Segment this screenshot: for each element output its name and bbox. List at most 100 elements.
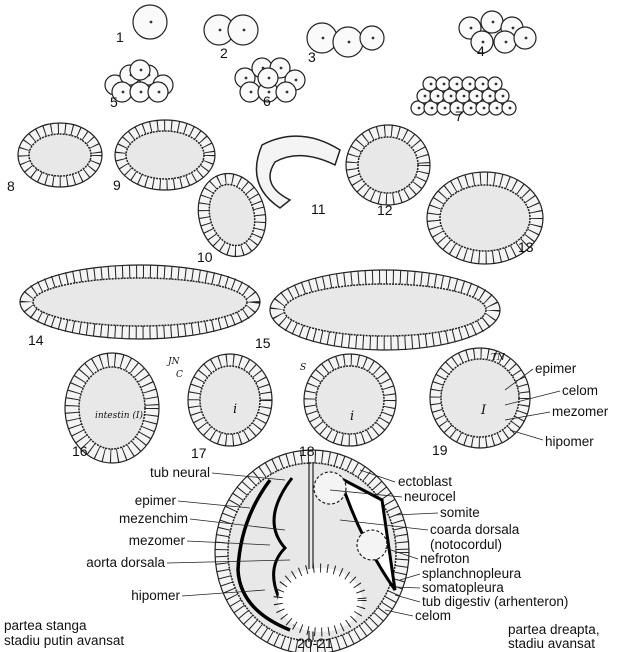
- stage-number-4: 4: [477, 43, 485, 59]
- stage-7-cell-nucleus: [443, 106, 447, 110]
- stage-6-cell-nucleus: [279, 66, 283, 70]
- caption-left: partea stanga stadiu putin avansat: [4, 618, 124, 648]
- label-coarda-dorsala: coarda dorsala: [430, 522, 520, 537]
- stage-18-cells: [304, 354, 396, 446]
- annotation-c: C: [176, 370, 183, 380]
- leader-line: [504, 390, 561, 406]
- stage-number-14: 14: [28, 332, 44, 348]
- stage-number-8: 8: [7, 178, 15, 194]
- label-epimer: epimer: [135, 493, 177, 508]
- leader-line: [166, 559, 291, 564]
- label-mezomer-19: mezomer: [552, 404, 609, 419]
- label-celom: celom: [415, 608, 451, 623]
- label-nefroton: nefroton: [420, 551, 470, 566]
- caption-right-line2: stadiu avansat: [508, 636, 595, 651]
- stage-10-cavity: [208, 183, 256, 247]
- stage-6-cell-nucleus: [249, 90, 253, 94]
- stage-number-1: 1: [116, 29, 124, 45]
- stage-7-cell-nucleus: [488, 94, 492, 98]
- stage-number-2: 2: [220, 45, 228, 61]
- label-mezenchim: mezenchim: [119, 511, 188, 526]
- stage-20-21-cells: [215, 450, 409, 652]
- leader-line: [399, 573, 421, 581]
- stage-7-cell-nucleus: [429, 82, 433, 86]
- stage-6-cell-nucleus: [294, 78, 298, 82]
- stage-7-cell-nucleus: [508, 106, 512, 110]
- stage-5-cell-nucleus: [139, 90, 143, 94]
- stage-3-cell-c-nucleus: [371, 36, 375, 40]
- stage-number-15: 15: [255, 335, 271, 351]
- annotation-tn: TN: [491, 353, 506, 363]
- stage-15-cells: [270, 270, 500, 350]
- leader-line: [394, 586, 421, 589]
- label-somite: somite: [440, 505, 480, 520]
- stage-7-cell-nucleus: [430, 106, 434, 110]
- stage-10-cells: [198, 173, 266, 257]
- label-notocordul: (notocordul): [430, 537, 502, 552]
- label-aorta-dorsala: aorta dorsala: [86, 555, 165, 570]
- caption-left-line1: partea stanga: [4, 618, 87, 633]
- stage-7-cell-nucleus: [436, 94, 440, 98]
- stage-17-cavity: [199, 365, 261, 435]
- stage-number-16: 16: [72, 443, 88, 459]
- figure-20-21-right-labels: ectoblast neurocel somite coarda dorsala…: [398, 474, 568, 623]
- annotation-s: S: [300, 363, 306, 373]
- label-hipomer: hipomer: [131, 588, 180, 603]
- stage-4-cell-nucleus: [504, 40, 508, 44]
- annotation-i18: i: [350, 409, 354, 424]
- stage-7-cell-nucleus: [423, 94, 427, 98]
- figure-20-21-left-labels: tub neural epimer mezenchim mezomer aort…: [86, 465, 210, 603]
- stage-7-cell-nucleus: [481, 82, 485, 86]
- figure-drawings: [17, 4, 561, 652]
- leader-line: [359, 469, 396, 483]
- stage-number-20-21: 20-21: [297, 635, 333, 651]
- stage-number-13: 13: [518, 239, 534, 255]
- leader-line: [394, 512, 439, 516]
- stage-6-cell-nucleus: [267, 90, 271, 94]
- label-celom-19: celom: [562, 383, 598, 398]
- label-ectoblast: ectoblast: [398, 474, 452, 489]
- stage-5-cell-nucleus: [121, 90, 125, 94]
- stage-2-cell-b-nucleus: [242, 28, 246, 32]
- leader-line: [504, 368, 534, 391]
- stage-16-cavity: [78, 366, 146, 450]
- stage-17-cells: [188, 354, 272, 446]
- caption-right: partea dreapta, stadiu avansat: [508, 622, 600, 651]
- stage-15-cavity: [283, 283, 487, 337]
- stage-3-cell-b-nucleus: [347, 40, 351, 44]
- annotation-i19: I: [480, 403, 487, 418]
- label-neurocel: neurocel: [404, 489, 456, 504]
- stage-number-11: 11: [311, 201, 326, 217]
- label-tub-digestiv: tub digestiv (arhenteron): [422, 594, 568, 609]
- leader-line: [211, 472, 286, 481]
- stage-8-cavity: [28, 133, 92, 177]
- stage-2-cell-a-nucleus: [218, 28, 222, 32]
- stage-7-cell-nucleus: [495, 106, 499, 110]
- stage-7-cell-nucleus: [475, 94, 479, 98]
- stage-14-cavity: [32, 277, 248, 327]
- annotation-intestin: intestin (I): [95, 410, 143, 421]
- stage-9-cavity: [125, 130, 205, 180]
- label-tub-neural: tub neural: [150, 465, 210, 480]
- stage-14-cells: [20, 265, 260, 339]
- stage-7-cell-nucleus: [494, 82, 498, 86]
- stage-4-cell-nucleus: [491, 20, 495, 24]
- leader-line: [181, 589, 266, 597]
- stage-6-cell-nucleus: [267, 76, 271, 80]
- stage-5-cell-nucleus: [139, 68, 143, 72]
- caption-left-line2: stadiu putin avansat: [4, 633, 124, 648]
- stage-number-5: 5: [110, 94, 118, 110]
- stage-7-cell-nucleus: [482, 106, 486, 110]
- stage-16-cells: [65, 353, 159, 463]
- stage-13-cavity: [439, 184, 531, 252]
- stage-19-cells: [430, 348, 530, 448]
- stage-7-cell-nucleus: [449, 94, 453, 98]
- stage-number-6: 6: [263, 93, 271, 109]
- stage-13-cells: [427, 172, 543, 264]
- leader-line: [329, 489, 403, 498]
- stage-12-cavity: [357, 136, 419, 194]
- stage-19-cavity: [440, 358, 520, 438]
- annotation-i17: i: [233, 402, 237, 417]
- stage-7-cell-nucleus: [417, 106, 421, 110]
- stage-7-cell-nucleus: [469, 106, 473, 110]
